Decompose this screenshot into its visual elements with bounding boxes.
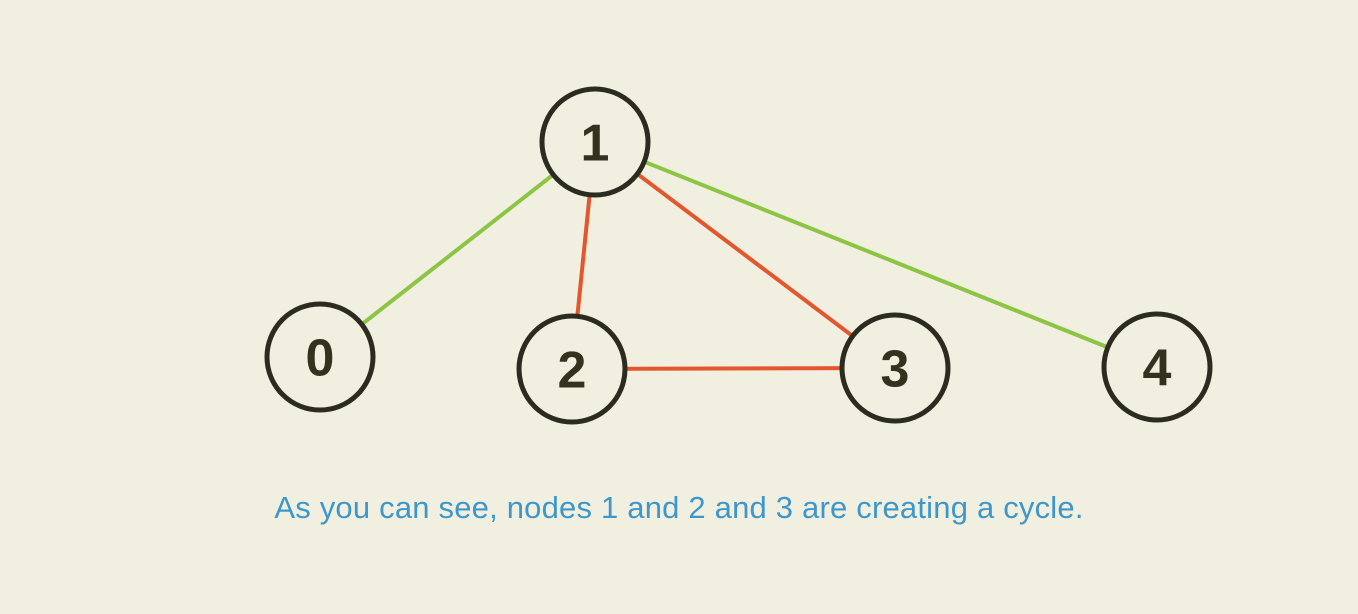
node-3: 3 — [839, 312, 951, 424]
node-1-label: 1 — [581, 115, 610, 173]
edge-1-3-cycle — [593, 140, 897, 370]
node-4-label: 4 — [1143, 340, 1172, 398]
caption: As you can see, nodes 1 and 2 and 3 are … — [274, 490, 1084, 525]
node-3-label: 3 — [881, 341, 910, 399]
node-3-circle — [839, 312, 951, 424]
node-4-circle — [1101, 311, 1213, 423]
node-2-label: 2 — [558, 342, 587, 400]
node-0-label: 0 — [306, 330, 335, 388]
edge-1-4-tree — [594, 140, 1158, 369]
node-1: 1 — [539, 86, 651, 198]
node-1-circle — [539, 86, 651, 198]
node-0: 0 — [264, 301, 376, 413]
node-2-circle — [516, 313, 628, 425]
edge-1-0-tree — [318, 140, 597, 359]
node-4: 4 — [1101, 311, 1213, 423]
node-2: 2 — [516, 313, 628, 425]
node-0-circle — [264, 301, 376, 413]
